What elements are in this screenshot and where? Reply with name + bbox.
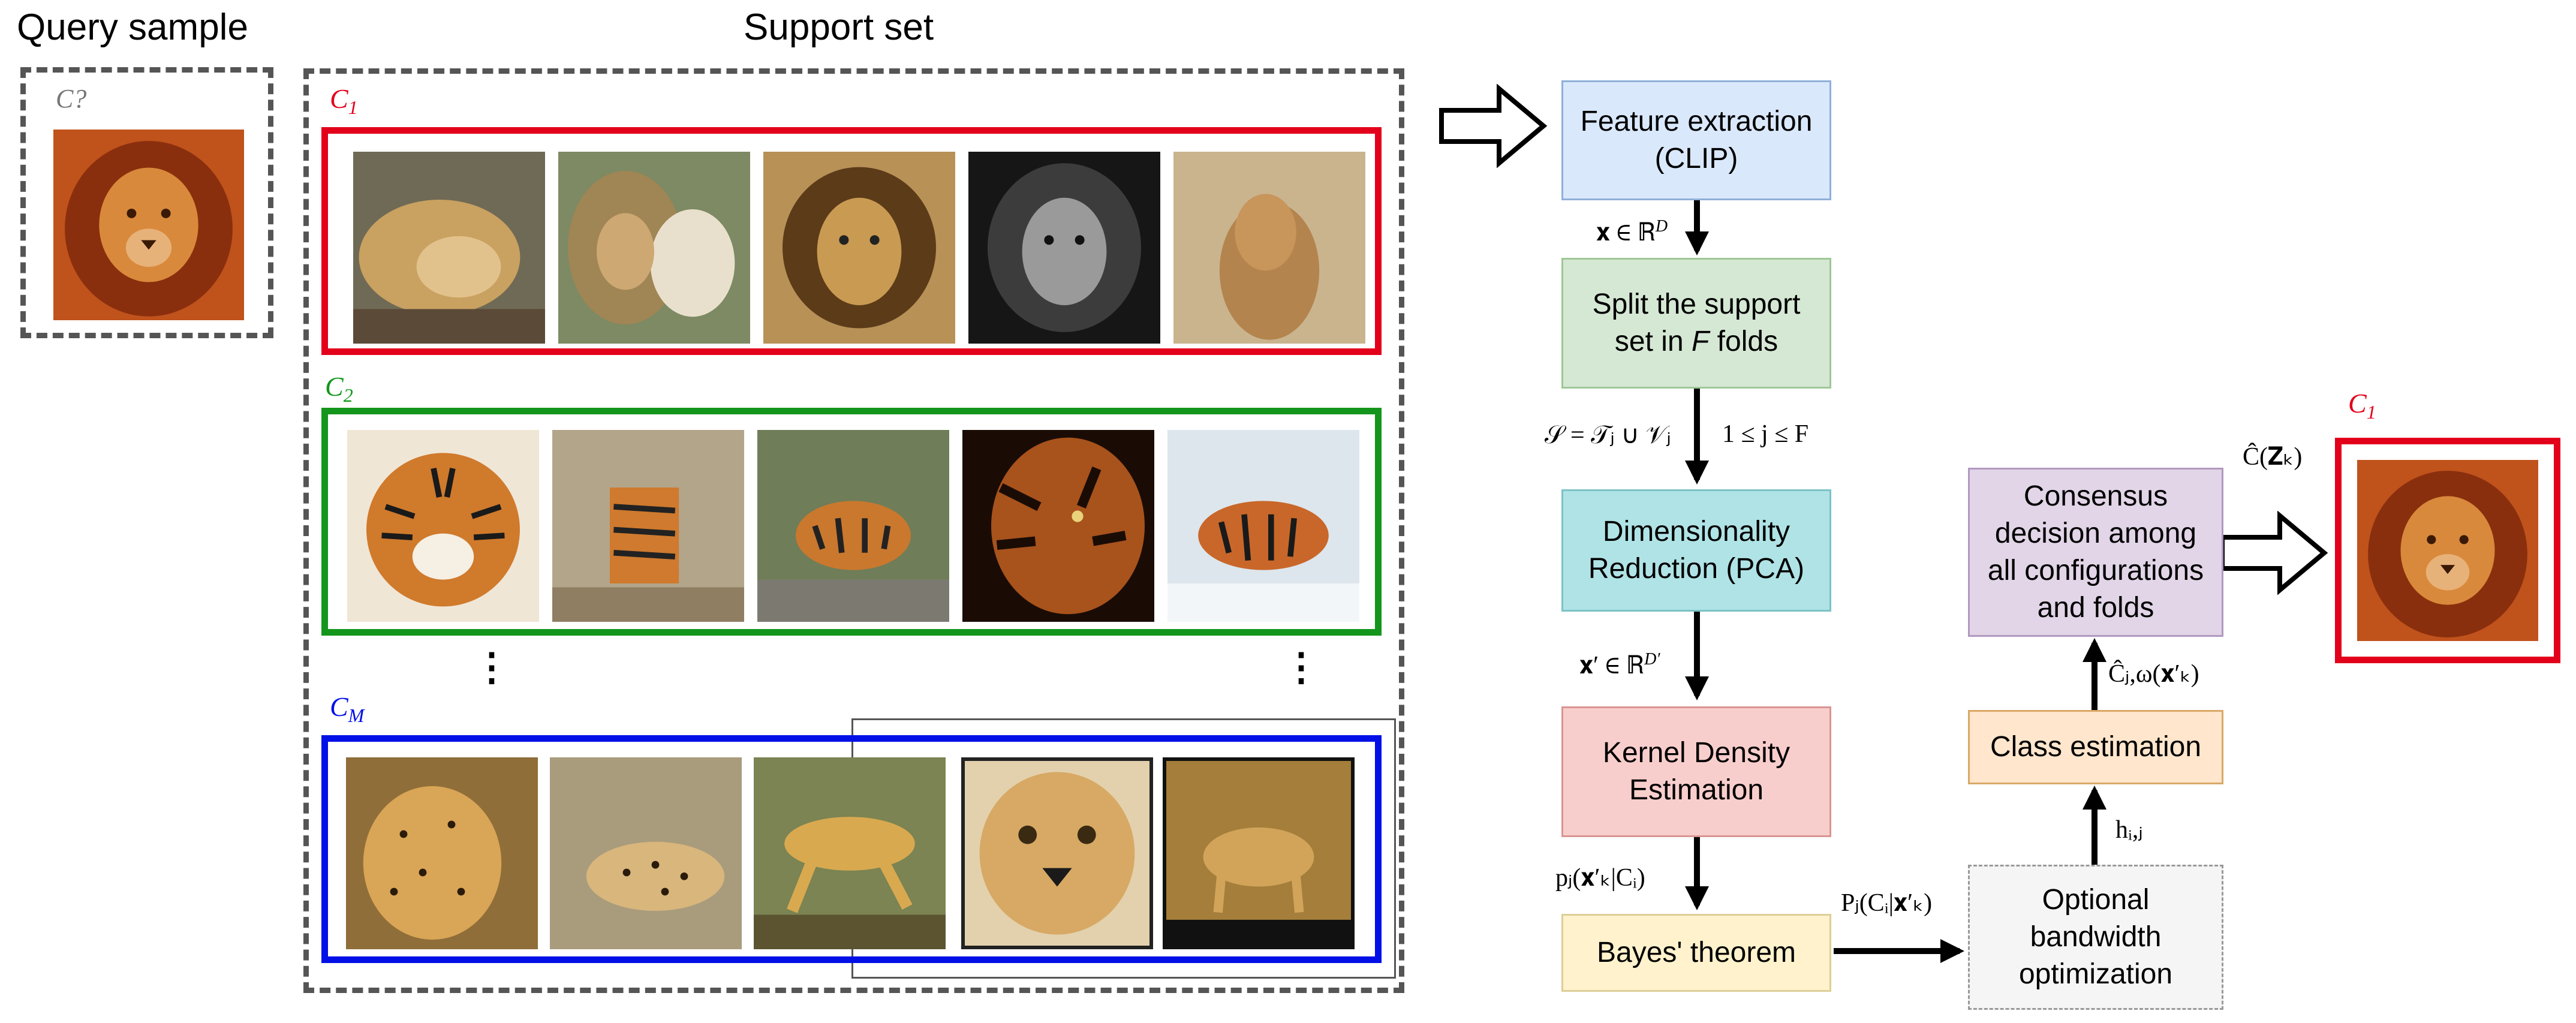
query-frame: C? — [20, 67, 273, 338]
tiger-icon — [552, 430, 744, 622]
cheetah-icon — [346, 757, 538, 949]
support-image — [1163, 757, 1355, 949]
fold-class-label: Ĉⱼ,ω(𝐱′ₖ) — [2108, 660, 2199, 688]
bandwidth-label: hᵢ,ⱼ — [2115, 816, 2143, 844]
hollow-arrow-icon — [1439, 84, 1547, 168]
support-image — [346, 757, 538, 949]
fold-range-label: 1 ≤ j ≤ F — [1722, 420, 1809, 448]
support-image — [558, 152, 750, 344]
support-image — [1173, 152, 1365, 344]
lion-icon — [968, 152, 1160, 344]
class-label-cm: CM — [330, 691, 365, 727]
bayes-box: Bayes' theorem — [1561, 914, 1831, 992]
lion-icon — [53, 130, 244, 320]
cheetah-icon — [754, 757, 946, 949]
tiger-icon — [757, 430, 949, 622]
final-class-label: Ĉ(𝐙ₖ) — [2243, 443, 2303, 471]
cheetah-icon — [1166, 761, 1351, 946]
ellipsis-right: ⋮ — [1282, 645, 1320, 688]
output-lion-image — [2357, 460, 2538, 641]
tiger-icon — [347, 430, 539, 622]
support-image — [550, 757, 742, 949]
hollow-arrow-icon — [2220, 511, 2328, 595]
tiger-icon — [962, 430, 1154, 622]
split-equation-label: 𝒮 = 𝒯ⱼ ∪ 𝒱ⱼ — [1545, 422, 1671, 449]
query-title: Query sample — [17, 7, 248, 48]
class-row-c2 — [321, 408, 1382, 636]
support-title: Support set — [744, 7, 934, 48]
support-image — [968, 152, 1160, 344]
posterior-label: Pⱼ(Cᵢ|𝐱′ₖ) — [1841, 889, 1933, 917]
ellipsis-left: ⋮ — [473, 645, 511, 688]
support-image — [962, 430, 1154, 622]
support-image — [763, 152, 955, 344]
lion-icon — [353, 152, 545, 344]
support-frame — [303, 68, 1404, 993]
lion-icon — [763, 152, 955, 344]
reduced-vector-label: 𝐱′ ∈ ℝD′ — [1579, 650, 1660, 679]
support-image — [347, 430, 539, 622]
class-estimation-box: Class estimation — [1968, 710, 2223, 784]
support-image — [1167, 430, 1359, 622]
likelihood-label: pⱼ(𝐱′ₖ|Cᵢ) — [1555, 864, 1645, 892]
cheetah-icon — [550, 757, 742, 949]
output-frame — [2335, 438, 2560, 663]
class-label-c2: C2 — [325, 371, 353, 407]
lion-icon — [1173, 152, 1365, 344]
support-image — [353, 152, 545, 344]
query-class-label: C? — [56, 84, 87, 113]
support-image — [552, 430, 744, 622]
feature-vector-label: 𝐱 ∈ ℝD — [1596, 217, 1668, 246]
support-image — [961, 757, 1153, 949]
output-class-label: C1 — [2348, 388, 2376, 423]
class-row-cm — [321, 735, 1382, 963]
lion-icon — [2357, 460, 2538, 641]
class-label-c1: C1 — [330, 83, 358, 119]
cheetah-icon — [965, 761, 1149, 946]
class-row-c1 — [321, 127, 1382, 355]
support-image — [757, 430, 949, 622]
feature-extraction-box: Feature extraction(CLIP) — [1561, 80, 1831, 200]
query-lion-image — [53, 130, 244, 320]
lion-icon — [558, 152, 750, 344]
tiger-icon — [1167, 430, 1359, 622]
support-image — [754, 757, 946, 949]
